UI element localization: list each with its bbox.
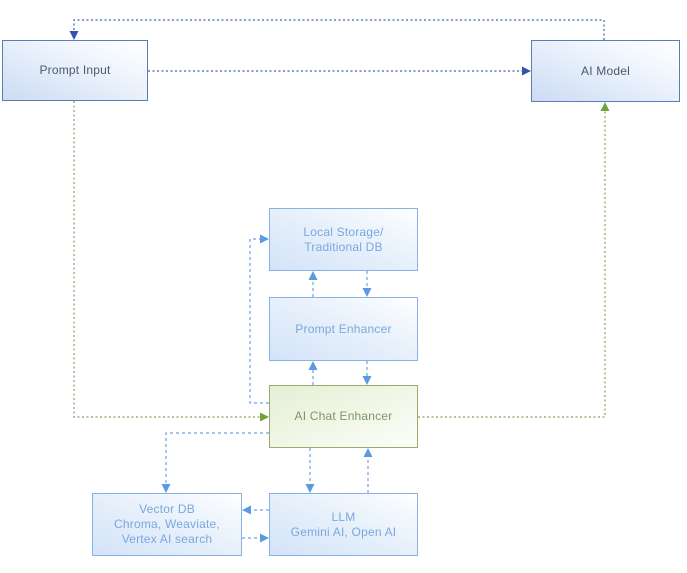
node-ai-model: AI Model — [531, 40, 680, 102]
node-local-storage-line-2: Traditional DB — [304, 239, 383, 254]
arrowhead-prompt_input-to-ai_chat_enhancer — [260, 412, 269, 422]
node-llm: LLM Gemini AI, Open AI — [269, 493, 418, 556]
node-vector-db-line-3: Vertex AI search — [121, 532, 213, 546]
edge-ai_model-to-prompt_input — [73, 19, 605, 40]
node-llm-label: LLM Gemini AI, Open AI — [291, 510, 397, 540]
node-prompt-enhancer: Prompt Enhancer — [269, 297, 418, 361]
node-ai-chat-enhancer-label: AI Chat Enhancer — [294, 409, 393, 423]
node-local-storage-label: Local Storage/ Traditional DB — [303, 225, 383, 255]
node-prompt-enhancer-label: Prompt Enhancer — [295, 321, 392, 336]
arrowhead-prompt_input-to-ai_model — [522, 66, 531, 76]
node-prompt-input-label: Prompt Input — [39, 63, 111, 77]
node-llm-line-2: Gemini AI, Open AI — [290, 524, 397, 539]
node-vector-db-line-2: Chroma, Weaviate, — [114, 517, 220, 531]
arrowhead-prompt_enhancer-to-local_storage — [308, 271, 318, 280]
node-local-storage-line-1: Local Storage/ — [303, 224, 384, 239]
arrowhead-llm-to-vector_db — [242, 505, 251, 515]
arrowhead-ai_chat_enhancer-to-local_storage — [260, 234, 269, 244]
arrowhead-ai_chat_enhancer-to-prompt_enhancer — [308, 361, 318, 370]
arrowhead-vector_db-to-llm — [260, 533, 269, 543]
node-ai-chat-enhancer: AI Chat Enhancer — [269, 385, 418, 448]
node-vector-db: Vector DB Chroma, Weaviate, Vertex AI se… — [92, 493, 242, 556]
arrowhead-ai_chat_enhancer-to-llm — [305, 484, 315, 493]
arrowhead-ai_chat_enhancer-to-vector_db — [161, 484, 171, 493]
node-local-storage: Local Storage/ Traditional DB — [269, 208, 418, 271]
node-llm-line-1: LLM — [331, 509, 356, 524]
edge-prompt_input-to-ai_chat_enhancer — [73, 101, 260, 418]
edge-ai_chat_enhancer-to-local_storage — [249, 238, 269, 404]
edge-ai_chat_enhancer-to-ai_model — [418, 111, 606, 418]
node-prompt-input: Prompt Input — [2, 40, 148, 101]
node-vector-db-label: Vector DB Chroma, Weaviate, Vertex AI se… — [114, 502, 220, 547]
node-vector-db-line-1: Vector DB — [139, 502, 195, 516]
arrowhead-prompt_enhancer-to-ai_chat_enhancer — [362, 376, 372, 385]
arrowhead-ai_chat_enhancer-to-ai_model — [600, 102, 610, 111]
arrowhead-local_storage-to-prompt_enhancer — [362, 288, 372, 297]
node-ai-model-label: AI Model — [581, 63, 630, 78]
edge-ai_chat_enhancer-to-vector_db — [165, 432, 269, 484]
arrowhead-llm-to-ai_chat_enhancer — [363, 448, 373, 457]
arrowhead-ai_model-to-prompt_input — [69, 31, 79, 40]
